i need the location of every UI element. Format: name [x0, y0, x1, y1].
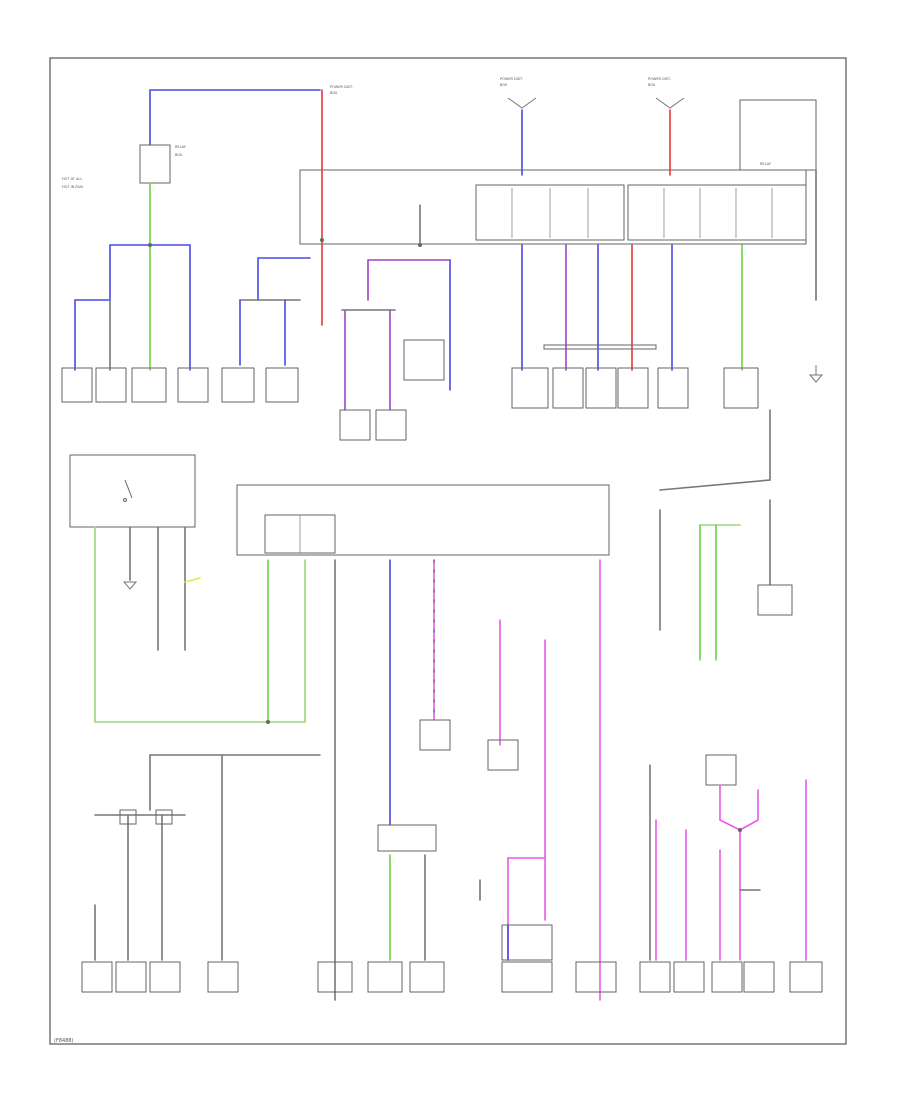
diagram-frame	[49, 57, 847, 1045]
wire-pink-rl-c	[719, 784, 741, 961]
wire-blue-top	[149, 89, 321, 146]
top-connectors	[507, 97, 685, 109]
switch-box-center	[403, 339, 445, 381]
module-center-lower	[377, 824, 437, 852]
bottom-row-components	[81, 961, 823, 993]
fuse-group-left	[475, 184, 625, 241]
fuse-dividers	[511, 188, 773, 238]
figure-id: (F8488)	[54, 1038, 74, 1044]
wire-green-loop	[94, 526, 306, 723]
main-fuse-block	[299, 169, 807, 245]
svg-text:HOT IN RUN: HOT IN RUN	[62, 185, 83, 189]
fuse-group-right	[627, 184, 807, 241]
wire-pink-bracket	[507, 857, 546, 961]
ground-symbol-left	[122, 581, 138, 590]
wire-gray-rm-c	[659, 409, 771, 491]
small-box-b	[155, 809, 173, 825]
wire-blue-mid-a	[257, 257, 311, 301]
row1-components-right	[511, 367, 759, 409]
svg-text:POWER DIST.: POWER DIST.	[648, 77, 671, 81]
svg-text:BOX: BOX	[648, 83, 656, 87]
lamp-box-a	[339, 409, 371, 441]
wire-pink-rl-d	[739, 789, 759, 831]
svg-text:HOT AT ALL: HOT AT ALL	[62, 177, 82, 181]
ground-symbol-right	[808, 365, 824, 383]
svg-text:RELAY: RELAY	[175, 145, 187, 149]
component-rm	[757, 584, 793, 616]
junction-box-center	[236, 484, 610, 556]
component-c1	[419, 719, 451, 751]
lamp-box-b	[375, 409, 407, 441]
svg-text:RELAY: RELAY	[760, 162, 772, 166]
top-labels: POWER DIST. BOX POWER DIST. BOX POWER DI…	[62, 77, 772, 189]
svg-text:BOX: BOX	[500, 83, 508, 87]
small-box-a	[119, 809, 137, 825]
splice-bar-right	[543, 344, 657, 350]
svg-text:POWER DIST.: POWER DIST.	[500, 77, 523, 81]
switch-box-left	[69, 454, 196, 528]
switch-symbol	[123, 479, 133, 502]
wire-blue-left-branch	[109, 244, 191, 371]
connector-bracket	[501, 924, 553, 961]
component-c2	[487, 739, 519, 771]
relay-box-top-right	[739, 99, 817, 171]
wire-blue-left-a	[74, 244, 111, 371]
wire-yellow-short	[184, 577, 201, 583]
component-rl	[705, 754, 737, 786]
row1-components	[61, 367, 299, 403]
splice-dots	[148, 238, 742, 832]
svg-text:POWER DIST.: POWER DIST.	[330, 85, 353, 89]
wire-violet-top	[367, 259, 451, 301]
svg-text:BOX: BOX	[175, 153, 183, 157]
relay-left	[139, 144, 171, 184]
svg-text:BOX: BOX	[330, 91, 338, 95]
